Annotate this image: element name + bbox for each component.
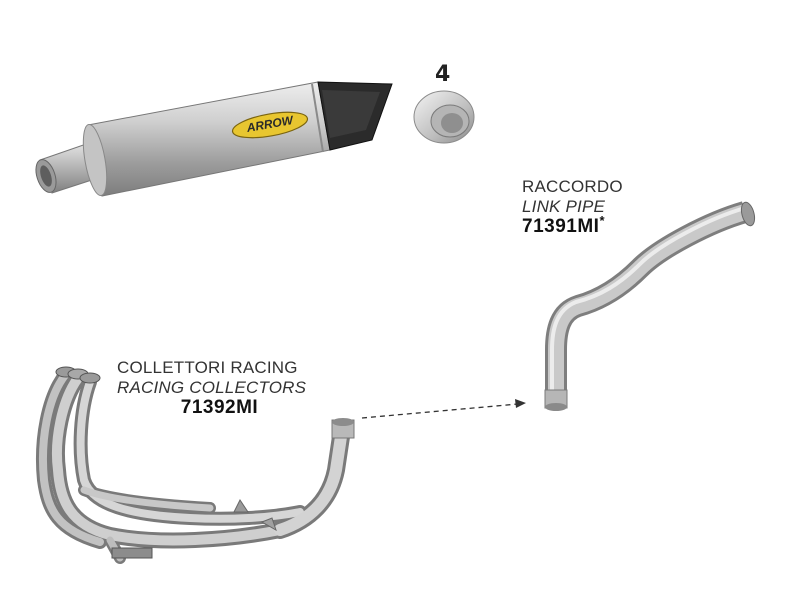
link-pipe-code-mark: *: [599, 213, 606, 229]
link-pipe-label-it: RACCORDO: [522, 177, 623, 196]
muffler-carbon-tip: [317, 81, 393, 151]
racing-collectors-label: COLLETTORI RACING RACING COLLECTORS 7139…: [117, 358, 322, 419]
endcap-part-number: 4: [435, 62, 451, 87]
collectors-label-it: COLLETTORI RACING: [117, 358, 298, 377]
collectors-label-en: RACING COLLECTORS: [117, 377, 307, 397]
link-pipe-code-text: 71391MI: [522, 216, 600, 238]
collectors-code: 71392MI: [180, 397, 259, 419]
link-pipe-label: RACCORDO LINK PIPE 71391MI*: [522, 177, 623, 238]
link-pipe-label-en: LINK PIPE: [522, 196, 606, 216]
arrow-logo-badge: ARROW: [231, 111, 309, 139]
link-pipe-code: 71391MI*: [522, 213, 623, 238]
muffler-body: [82, 81, 331, 197]
